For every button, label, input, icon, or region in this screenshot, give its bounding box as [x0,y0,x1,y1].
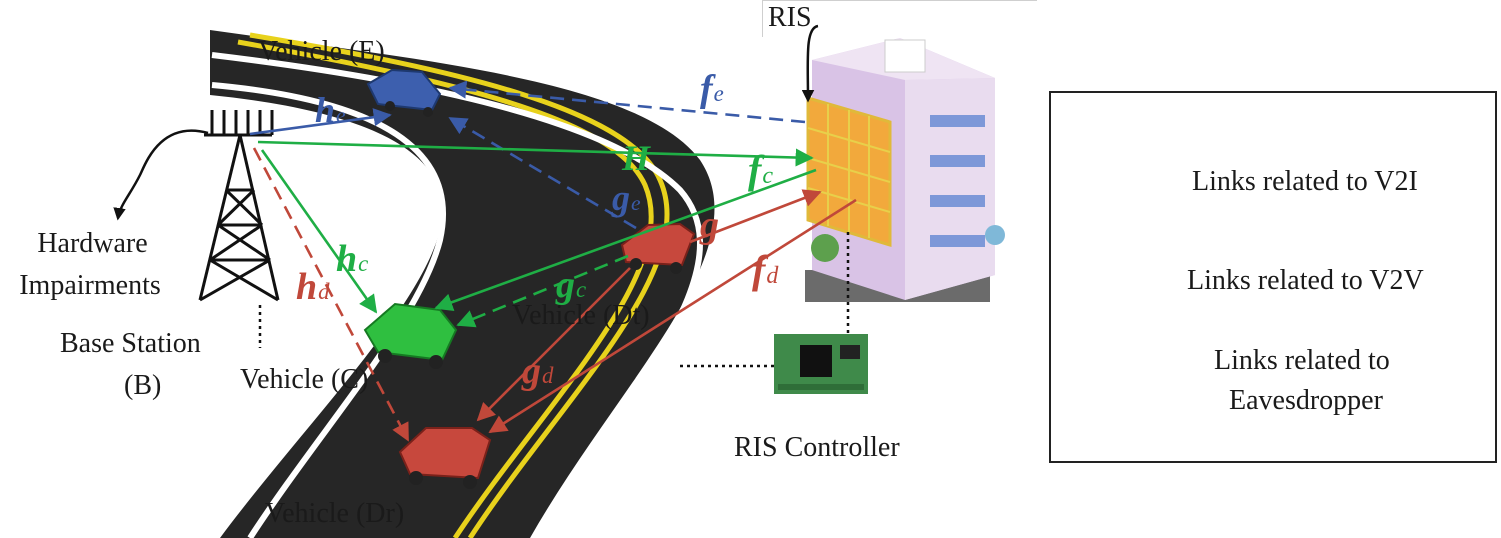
vehicle-dr-label: Vehicle (Dr) [265,498,405,529]
channel-gc: gc [556,264,587,306]
ris-label: RIS [768,2,812,33]
links [249,80,857,442]
channel-hd: hd [296,266,330,308]
vehicle-dt-label: Vehicle (Dt) [512,300,650,331]
ris-pointer [801,24,819,103]
channel-g: g [700,204,719,246]
channel-hc: hc [336,238,369,280]
link-g [689,189,822,244]
base-station-tower-icon [198,110,280,302]
ris-panel [806,95,892,248]
link-gc [456,254,629,328]
vehicle-e-icon [366,68,442,117]
link-hc [260,149,378,314]
link-fe [448,80,806,124]
link-he [249,108,392,136]
link-fd [488,198,857,434]
link-hd [252,147,410,442]
channel-fe: fe [700,68,724,110]
link-fc [434,168,817,311]
impairments-label: Impairments [19,270,161,301]
ris-controller-label: RIS Controller [734,432,900,463]
legend-eve-label-2: Eavesdropper [1229,385,1383,416]
vehicle-c-label: Vehicle (C) [240,364,369,395]
link-ge [448,116,637,230]
base-station-label: Base Station [60,328,201,359]
channel-ge: ge [612,178,641,218]
vehicle-e-label: Vehicle (E) [258,36,385,67]
legend-v2v-label: Links related to V2V [1187,265,1424,296]
legend-v2i-label: Links related to V2I [1192,166,1418,197]
ris-label-box [762,0,1037,37]
hardware-label: Hardware [37,228,148,259]
hardware-pointer [113,129,209,221]
channel-fd: fd [752,247,779,292]
channel-gd: gd [522,350,554,392]
channel-he: he [315,90,346,130]
legend-eve-label-1: Links related to [1214,345,1390,376]
link-gd [476,267,631,422]
ris-controller-icon [774,334,868,394]
channel-H: H [622,138,651,178]
channel-fc: fc [748,147,773,192]
link-H [257,140,814,167]
legend-box [1049,91,1497,463]
vehicle-c-icon [363,302,458,369]
control-wires [258,232,850,368]
base-station-id-label: (B) [124,370,162,401]
vehicle-dr-icon [398,427,492,489]
